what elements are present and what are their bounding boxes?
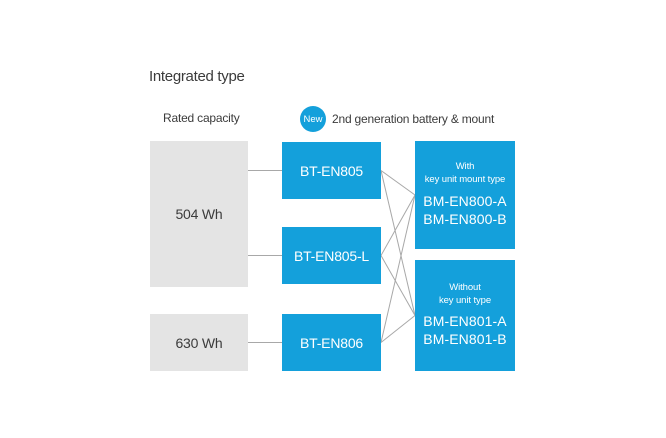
new-badge-label: New xyxy=(303,113,323,125)
mount-box-bm-en800: With key unit mount type BM-EN800-A BM-E… xyxy=(415,141,515,249)
mount-box-bm-en801: Without key unit type BM-EN801-A BM-EN80… xyxy=(415,260,515,371)
capacity-box-504wh: 504 Wh xyxy=(150,141,248,287)
capacity-value: 504 Wh xyxy=(175,206,223,222)
mount-model-list: BM-EN801-A BM-EN801-B xyxy=(423,313,506,349)
battery-box-bt-en805-l: BT-EN805-L xyxy=(282,227,381,284)
battery-box-bt-en805: BT-EN805 xyxy=(282,142,381,199)
mount-model: BM-EN800-A xyxy=(423,192,507,209)
rated-capacity-label: Rated capacity xyxy=(163,111,240,125)
mount-model: BM-EN801-A xyxy=(423,313,507,330)
capacity-value: 630 Wh xyxy=(175,334,223,351)
mount-type-description: Without key unit type xyxy=(439,282,491,308)
battery-model: BT-EN805-L xyxy=(293,247,370,264)
battery-model: BT-EN806 xyxy=(300,334,363,351)
battery-model: BT-EN805 xyxy=(300,162,363,179)
capacity-box-630wh: 630 Wh xyxy=(150,314,248,371)
mount-type-line: key unit mount type xyxy=(424,174,506,186)
mount-type-line: key unit type xyxy=(438,294,492,306)
generation-label: 2nd generation battery & mount xyxy=(332,112,495,126)
mount-type-line: With xyxy=(455,161,475,173)
battery-box-bt-en806: BT-EN806 xyxy=(282,314,381,371)
mount-model: BM-EN800-B xyxy=(423,210,507,227)
mount-model: BM-EN801-B xyxy=(423,331,507,348)
mount-type-description: With key unit mount type xyxy=(424,161,506,187)
mount-type-line: Without xyxy=(449,281,481,293)
new-badge: New xyxy=(300,106,326,132)
mount-model-list: BM-EN800-A BM-EN800-B xyxy=(423,193,506,229)
page-title: Integrated type xyxy=(149,68,245,85)
